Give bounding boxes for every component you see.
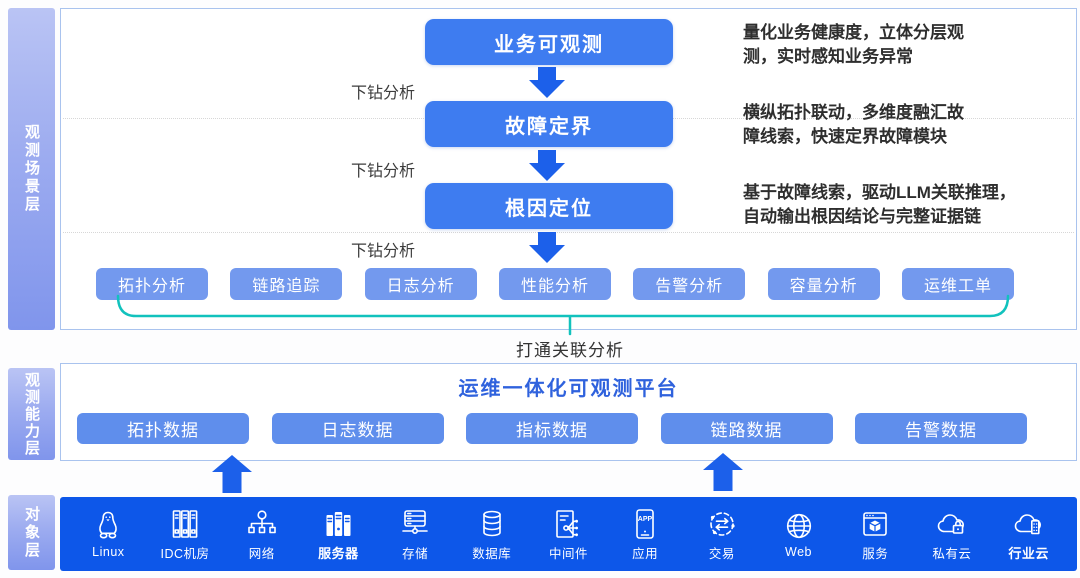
object-label: 交易 [708, 546, 735, 561]
performance-analysis-button: 性能分析 [498, 268, 611, 300]
data-button-row: 拓扑数据 日志数据 指标数据 链路数据 告警数据 [77, 413, 1027, 444]
correlation-analysis-label: 打通关联分析 [516, 341, 624, 360]
object-item-middleware: 中间件 [530, 507, 607, 562]
object-label: Web [785, 545, 813, 559]
svg-text:APP: APP [638, 516, 653, 523]
middleware-icon [556, 509, 579, 538]
object-label: 服务器 [318, 545, 359, 561]
platform-title: 运维一体化可观测平台 [458, 378, 679, 400]
trace-tracking-button: 链路追踪 [230, 268, 343, 300]
object-item-private-cloud: 私有云 [914, 507, 991, 562]
industry-cloud-icon [1014, 513, 1041, 534]
flow-box-fault-demarcation: 故障定界 [425, 101, 673, 147]
topology-data-button: 拓扑数据 [77, 413, 249, 444]
drill-analysis-label-3: 下钻分析 [350, 243, 415, 260]
network-icon [247, 509, 276, 533]
object-label: IDC机房 [160, 546, 210, 561]
object-item-app: APP 应用 [607, 507, 684, 562]
service-icon [863, 511, 888, 536]
app-icon: APP [636, 508, 654, 539]
layer-label-capability: 观测能力层 [8, 368, 55, 460]
object-item-web: Web [760, 509, 837, 559]
down-arrow-icon [529, 150, 565, 181]
object-item-linux: Linux [70, 509, 147, 559]
web-icon [786, 513, 811, 539]
object-label: 服务 [862, 546, 889, 561]
log-data-button: 日志数据 [271, 413, 444, 444]
analysis-button-row: 拓扑分析 链路追踪 日志分析 性能分析 告警分析 容量分析 运维工单 [96, 268, 1014, 300]
object-label: 应用 [632, 546, 659, 561]
drill-analysis-label-2: 下钻分析 [350, 163, 415, 180]
log-analysis-button: 日志分析 [364, 268, 477, 300]
topology-analysis-button: 拓扑分析 [96, 268, 208, 300]
up-arrow-icon [212, 455, 252, 493]
desc-root-cause-location: 基于故障线索，驱动LLM关联推理， 自动输出根因结论与完整证据链 [743, 183, 1016, 227]
divider-dotted-2 [63, 232, 1074, 233]
storage-icon [402, 509, 428, 534]
alarm-data-button: 告警数据 [855, 413, 1027, 444]
ops-ticket-button: 运维工单 [901, 268, 1014, 300]
metric-data-button: 指标数据 [466, 413, 638, 444]
object-item-network: 网络 [223, 507, 300, 562]
alarm-analysis-button: 告警分析 [633, 268, 746, 300]
object-label: 私有云 [932, 546, 972, 561]
object-label: 中间件 [548, 546, 588, 561]
idc-room-icon [172, 509, 198, 538]
flow-box-root-cause-location: 根因定位 [425, 183, 673, 229]
desc-fault-demarcation: 横纵拓扑联动，多维度融汇故 障线索，快速定界故障模块 [743, 103, 964, 147]
object-item-transaction: 交易 [684, 507, 761, 562]
object-label: Linux [92, 545, 125, 559]
capacity-analysis-button: 容量分析 [767, 268, 880, 300]
layer-label-scenario: 观测场景层 [8, 8, 55, 330]
platform-panel: 运维一体化可观测平台 拓扑数据 日志数据 指标数据 链路数据 告警数据 [60, 363, 1077, 461]
desc-business-observability: 量化业务健康度，立体分层观 测，实时感知业务异常 [743, 23, 964, 67]
linux-icon [99, 511, 118, 539]
scenario-panel: 业务可观测 下钻分析 故障定界 下钻分析 根因定位 下钻分析 量化业务健康度，立… [60, 8, 1077, 330]
object-label: 行业云 [1008, 545, 1049, 561]
flow-box-business-observability: 业务可观测 [425, 19, 673, 65]
object-label: 存储 [402, 546, 429, 561]
down-arrow-icon [529, 232, 565, 263]
transaction-icon [710, 511, 735, 536]
database-icon [482, 510, 501, 536]
object-layer-bar: Linux IDC机房 网络 [60, 497, 1077, 571]
object-item-industry-cloud: 行业云 [990, 507, 1067, 562]
object-label: 数据库 [472, 546, 512, 561]
object-label: 网络 [248, 546, 275, 561]
down-arrow-icon [529, 67, 565, 98]
drill-analysis-label-1: 下钻分析 [350, 85, 415, 102]
server-icon [326, 511, 351, 536]
object-item-storage: 存储 [377, 507, 454, 562]
object-item-idc-room: IDC机房 [147, 507, 224, 562]
object-item-server: 服务器 [300, 507, 377, 562]
trace-data-button: 链路数据 [660, 413, 833, 444]
object-item-service: 服务 [837, 507, 914, 562]
layer-label-objects: 对象层 [8, 495, 55, 570]
object-item-database: 数据库 [453, 507, 530, 562]
private-cloud-icon [937, 513, 964, 534]
up-arrow-icon [703, 453, 743, 491]
